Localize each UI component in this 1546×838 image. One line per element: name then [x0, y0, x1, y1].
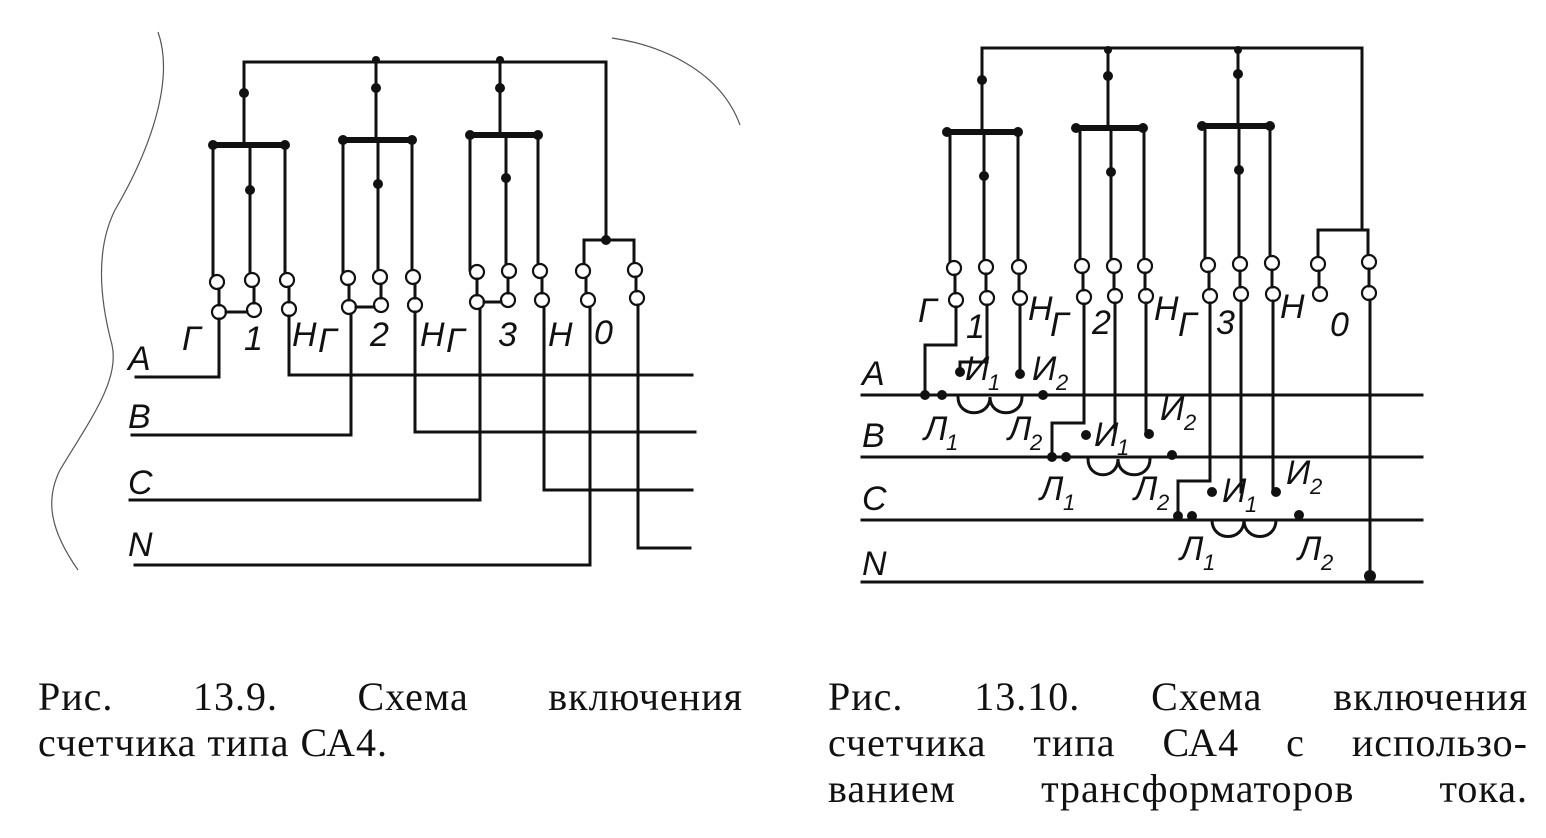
- phase-b-in: [130, 312, 353, 437]
- current-transformer-3: [1173, 299, 1304, 538]
- ct3-label-l1: Л: [1178, 530, 1204, 568]
- phase-label-a: A: [126, 340, 151, 378]
- caption-line: счетчика типа СА4 с использо-: [828, 720, 1528, 765]
- ct3-label-i1: И: [1222, 472, 1247, 510]
- ct1-label-l1: Л: [922, 410, 948, 448]
- terminal-label-3: 3: [1216, 304, 1235, 342]
- voltage-common-bus: [980, 46, 1364, 230]
- phase-label-c: C: [128, 464, 153, 502]
- terminal-label-n1: Н: [292, 316, 317, 354]
- ct1-label-i2: И: [1032, 350, 1057, 388]
- ct2-label-i1-sub: 1: [1117, 435, 1129, 460]
- terminal-label-g3: Г: [1178, 306, 1199, 344]
- caption-line: Рис. 13.10. Схема включения: [828, 674, 1528, 719]
- caption-line: ванием трансформаторов тока.: [828, 766, 1528, 811]
- phase-c-out: [542, 305, 694, 492]
- phase-label-n: N: [128, 526, 153, 564]
- ct1-label-l1-sub: 1: [946, 430, 958, 455]
- ct3-label-i2-sub: 2: [1309, 474, 1322, 499]
- caption-line: счетчика типа СА4.: [38, 720, 389, 765]
- ct1-label-l2-sub: 2: [1029, 430, 1042, 455]
- phase-b-out: [413, 310, 697, 434]
- voltage-common-bus: [242, 60, 608, 240]
- caption-line: Рис. 13.9. Схема включения: [38, 674, 743, 719]
- terminal-label-0: 0: [594, 314, 613, 352]
- terminal-label-n3: Н: [1280, 288, 1305, 326]
- ct3-label-l2: Л: [1296, 530, 1322, 568]
- ct3-label-i1-sub: 1: [1245, 492, 1257, 517]
- phase-a-out: [287, 314, 694, 377]
- current-transformer-2: [1047, 301, 1177, 477]
- ct2-label-i2-sub: 2: [1183, 410, 1196, 435]
- ct2-label-l2: Л: [1132, 470, 1158, 508]
- ct3-label-i2: И: [1286, 454, 1311, 492]
- phase-label-a: A: [860, 355, 885, 393]
- figure-13-9-diagram: A B C N Г 1 Н Г 2 Н Г 3 Н 0: [51, 31, 741, 571]
- neutral-in: [133, 305, 592, 567]
- ct2-label-i2: И: [1160, 390, 1185, 428]
- neutral-out: [636, 303, 692, 550]
- figure-13-10-diagram: A B C N Г 1 Н Г 2 Н Г 3 Н 0 И 1 И 2 Л 1 …: [860, 46, 1424, 584]
- terminal-label-g2: Г: [1050, 306, 1071, 344]
- terminal-label-1: 1: [966, 308, 985, 346]
- terminal-label-g1: Г: [918, 292, 939, 330]
- terminal-label-2: 2: [1091, 304, 1111, 342]
- scan-edge-left: [51, 31, 165, 571]
- terminal-label-n2: Н: [420, 316, 445, 354]
- ct1-label-i2-sub: 2: [1055, 370, 1068, 395]
- current-transformer-1: [920, 303, 1048, 415]
- terminal-label-n3: Н: [548, 316, 573, 354]
- terminal-label-n2: Н: [1154, 290, 1179, 328]
- terminal-label-2: 2: [369, 316, 389, 354]
- terminal-block-fig1: [208, 261, 646, 321]
- wiring-diagrams: A B C N Г 1 Н Г 2 Н Г 3 Н 0: [51, 31, 1424, 584]
- phase-label-c: C: [862, 480, 887, 518]
- voltage-jumpers: [224, 300, 503, 314]
- terminal-label-3: 3: [498, 316, 517, 354]
- terminal-label-g2: Г: [318, 322, 339, 360]
- ct3-label-l2-sub: 2: [1320, 550, 1333, 575]
- figure-13-9-caption: Рис. 13.9. Схема включения счетчика типа…: [38, 674, 743, 766]
- terminal-label-n1: Н: [1028, 290, 1053, 328]
- scan-edge-right: [611, 37, 741, 126]
- ct2-label-i1: И: [1094, 416, 1119, 454]
- voltage-risers: [242, 56, 502, 145]
- figure-13-10-caption: Рис. 13.10. Схема включения счетчика тип…: [828, 674, 1528, 812]
- ct2-label-l1-sub: 1: [1063, 490, 1075, 515]
- ct2-label-l2-sub: 2: [1156, 490, 1169, 515]
- terminal-label-1: 1: [244, 320, 263, 358]
- phase-label-b: B: [862, 417, 885, 455]
- phase-label-n: N: [862, 545, 887, 583]
- ct2-label-l1: Л: [1038, 470, 1064, 508]
- terminal-label-g1: Г: [182, 320, 203, 358]
- ct3-label-l1-sub: 1: [1203, 550, 1215, 575]
- phase-c-in: [128, 307, 482, 502]
- ct1-label-i1-sub: 1: [988, 370, 1000, 395]
- ct1-label-l2: Л: [1006, 410, 1032, 448]
- phase-label-b: B: [128, 398, 151, 436]
- phase-a-in: [134, 317, 221, 379]
- terminal-label-g3: Г: [446, 322, 467, 360]
- terminal-label-0: 0: [1330, 306, 1349, 344]
- ct1-label-i1: И: [965, 350, 990, 388]
